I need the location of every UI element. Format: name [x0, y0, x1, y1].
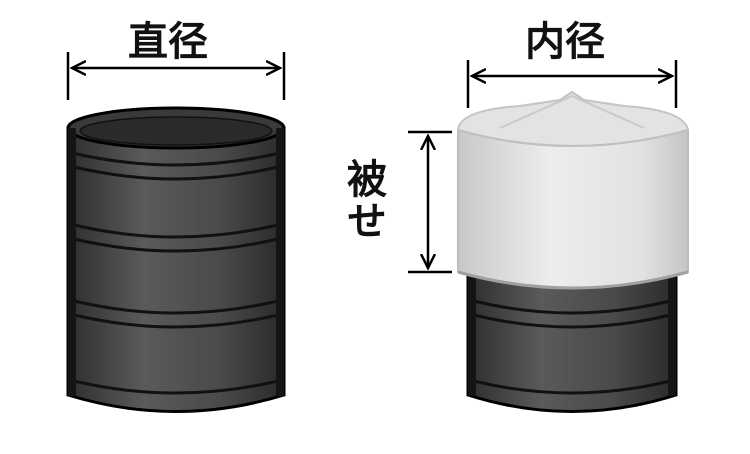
- left-drum-top-inner: [79, 116, 273, 146]
- right-drum-body: [466, 268, 678, 413]
- diameter-label: 直径: [128, 19, 208, 65]
- inner-diameter-dimension: [466, 60, 678, 108]
- cap-rim: [457, 129, 689, 147]
- left-drum-edge-left: [68, 128, 76, 396]
- right-drum-rings: [469, 298, 675, 395]
- cap: [456, 90, 690, 290]
- cap-dome-ridge: [499, 94, 645, 129]
- cap-bottom-edge: [457, 270, 689, 290]
- right-drum-edge-right: [668, 270, 676, 396]
- left-drum-rings: [67, 150, 285, 395]
- diameter-dimension: [66, 52, 286, 100]
- cover-label: 被せ: [340, 158, 386, 242]
- inner-diameter-label: 内径: [525, 19, 605, 65]
- left-drum-body: [66, 126, 286, 413]
- right-drum: [456, 90, 690, 413]
- right-drum-edge-left: [468, 270, 476, 396]
- cap-body: [457, 129, 689, 289]
- cover-dimension: [408, 130, 452, 274]
- left-drum-edge-right: [276, 128, 284, 396]
- left-drum: [66, 106, 286, 413]
